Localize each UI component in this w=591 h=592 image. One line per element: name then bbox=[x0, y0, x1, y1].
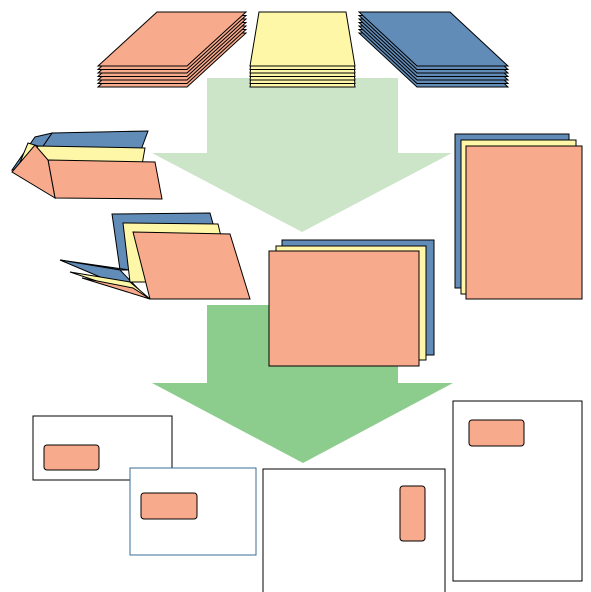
flat-set-tall bbox=[454, 133, 583, 300]
envelope-c4-tall bbox=[452, 400, 583, 582]
paper-sheet bbox=[96, 11, 248, 67]
blue-paper-stack bbox=[357, 11, 510, 88]
paper-sheet bbox=[249, 11, 356, 67]
folded-set-small bbox=[10, 130, 163, 200]
address-window bbox=[140, 492, 198, 520]
envelope-c5-right-window bbox=[262, 468, 446, 592]
address-window bbox=[43, 444, 100, 471]
flat-set-medium bbox=[268, 239, 435, 367]
arrow-down-light-icon bbox=[152, 78, 452, 232]
envelope-dl-blue-outline bbox=[129, 467, 257, 556]
folded-set-large bbox=[59, 212, 251, 300]
address-window bbox=[399, 485, 426, 542]
salmon-paper-stack bbox=[96, 11, 248, 88]
paper-sheet bbox=[357, 11, 510, 67]
address-window bbox=[468, 419, 525, 447]
yellow-paper-stack bbox=[249, 11, 356, 88]
